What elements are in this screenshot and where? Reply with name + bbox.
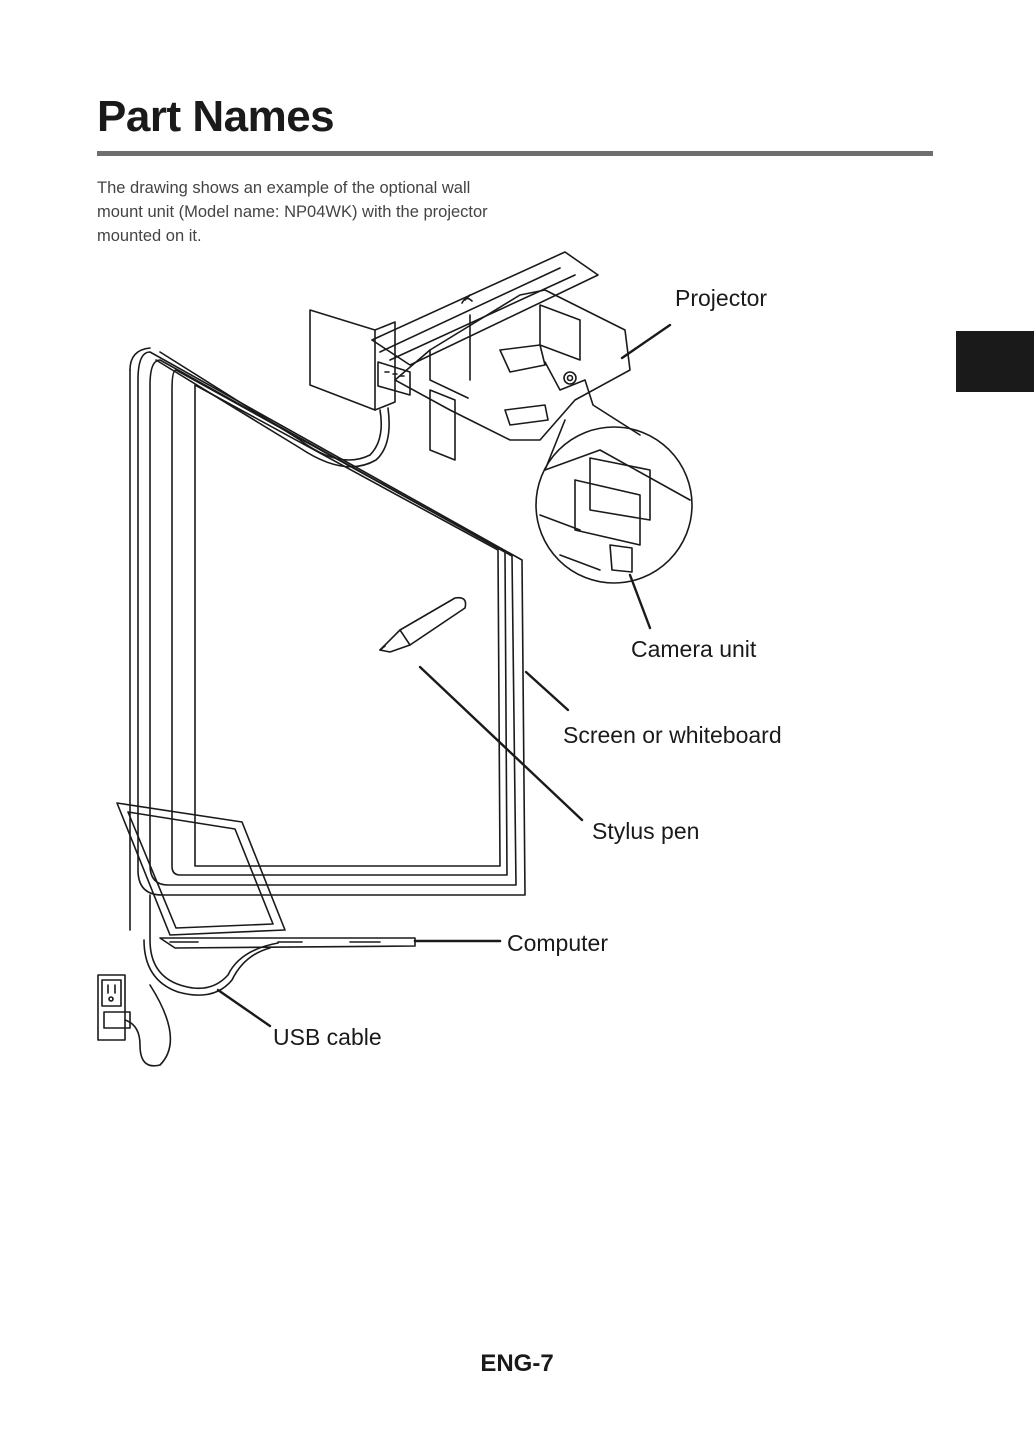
whiteboard-drawing bbox=[130, 348, 525, 930]
callout-stylus-pen: Stylus pen bbox=[592, 818, 699, 845]
page-number: ENG-7 bbox=[0, 1350, 1034, 1378]
callout-computer: Computer bbox=[507, 930, 608, 957]
callout-usb-cable: USB cable bbox=[273, 1024, 382, 1051]
camera-unit-drawing bbox=[536, 362, 692, 628]
callout-screen: Screen or whiteboard bbox=[563, 722, 782, 749]
usb-cable-drawing bbox=[98, 895, 278, 1066]
stylus-pen-drawing bbox=[380, 598, 582, 820]
projector-drawing bbox=[156, 252, 670, 467]
screen-leader bbox=[526, 672, 568, 710]
callout-projector: Projector bbox=[675, 285, 767, 312]
callout-camera-unit: Camera unit bbox=[631, 636, 756, 663]
